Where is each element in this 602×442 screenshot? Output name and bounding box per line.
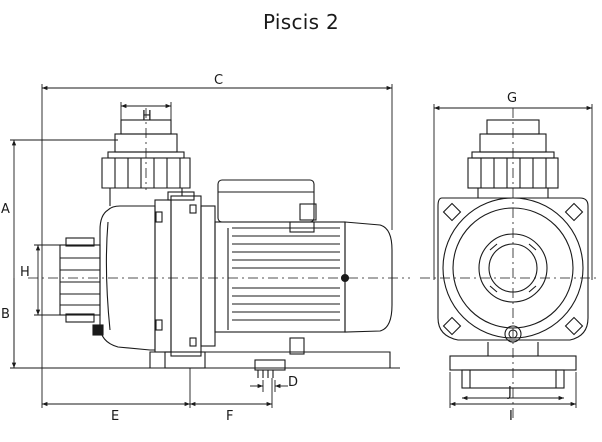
dim-label-H-top: H (142, 109, 152, 124)
terminal-box (217, 179, 315, 223)
dim-label-A: A (1, 202, 10, 217)
dim-label-H-side: H (20, 265, 30, 280)
dim-label-G: G (507, 91, 517, 106)
dim-label-D: D (288, 375, 298, 390)
dimension-label-group: C H A H B E F D G J I (1, 73, 517, 424)
dim-label-E: E (111, 409, 119, 424)
drawing-title: Piscis 2 (262, 10, 340, 34)
dimension-lines (10, 84, 593, 408)
front-view (420, 108, 600, 418)
dim-label-C: C (214, 73, 223, 88)
side-port (59, 244, 101, 316)
pump-volute (99, 205, 156, 351)
motor-body (214, 221, 346, 333)
side-view (28, 108, 410, 378)
dim-label-B: B (1, 307, 10, 322)
front-housing (437, 197, 589, 341)
dim-label-I: I (509, 409, 513, 424)
dim-label-J: J (507, 385, 512, 400)
dim-label-F: F (226, 409, 233, 424)
motor-end-cap (344, 221, 393, 333)
